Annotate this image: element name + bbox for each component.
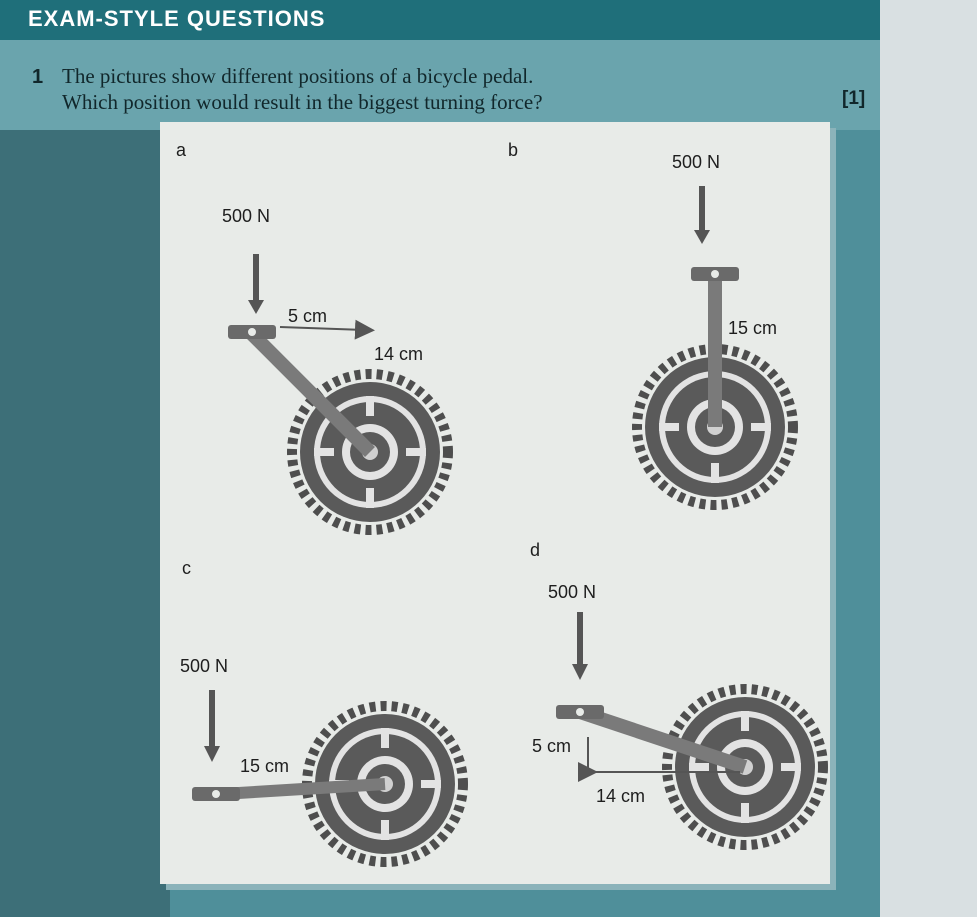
crank-c [221, 778, 386, 800]
label-d-dist1: 5 cm [532, 736, 572, 756]
force-arrowhead-a [248, 300, 264, 314]
question-area [0, 40, 880, 130]
label-a-dist1: 5 cm [288, 306, 328, 326]
diagram-a [228, 254, 448, 530]
pedal-d [556, 705, 604, 719]
crank-a [245, 327, 375, 457]
distance-arrow-a [279, 319, 375, 340]
label-b-letter: b [508, 140, 519, 160]
label-c-letter: c [182, 558, 191, 578]
pedal-a [228, 325, 276, 339]
label-a-force: 500 N [222, 206, 271, 226]
force-arrowhead-d [572, 664, 588, 680]
question-text-line-1: The pictures show different positions of… [62, 64, 534, 88]
crank-d [577, 705, 748, 774]
force-arrowhead-b [694, 230, 710, 244]
pedal-b [691, 267, 739, 281]
pedal-diagrams [192, 186, 830, 884]
diagram-b [637, 186, 793, 505]
section-header: EXAM-STYLE QUESTIONS [0, 0, 880, 40]
label-c-force: 500 N [180, 656, 229, 676]
label-b-dist1: 15 cm [728, 318, 778, 338]
label-d-dist2: 14 cm [596, 786, 646, 806]
label-a-dist2: 14 cm [374, 344, 424, 364]
pedal-c [192, 787, 240, 801]
label-c-dist1: 15 cm [240, 756, 290, 776]
diagram-d [556, 612, 823, 845]
page-shadow [0, 120, 170, 917]
section-title: EXAM-STYLE QUESTIONS [28, 6, 326, 31]
label-d-letter: d [530, 540, 541, 560]
label-d-force: 500 N [548, 582, 597, 602]
question-text-line-2: Which position would result in the bigge… [62, 90, 543, 114]
label-a-letter: a [176, 140, 187, 160]
page-edge [880, 0, 977, 917]
diagram-c [192, 690, 463, 862]
question-number: 1 [32, 66, 44, 88]
question-marks: [1] [842, 88, 866, 109]
force-arrowhead-c [204, 746, 220, 762]
label-b-force: 500 N [672, 152, 721, 172]
